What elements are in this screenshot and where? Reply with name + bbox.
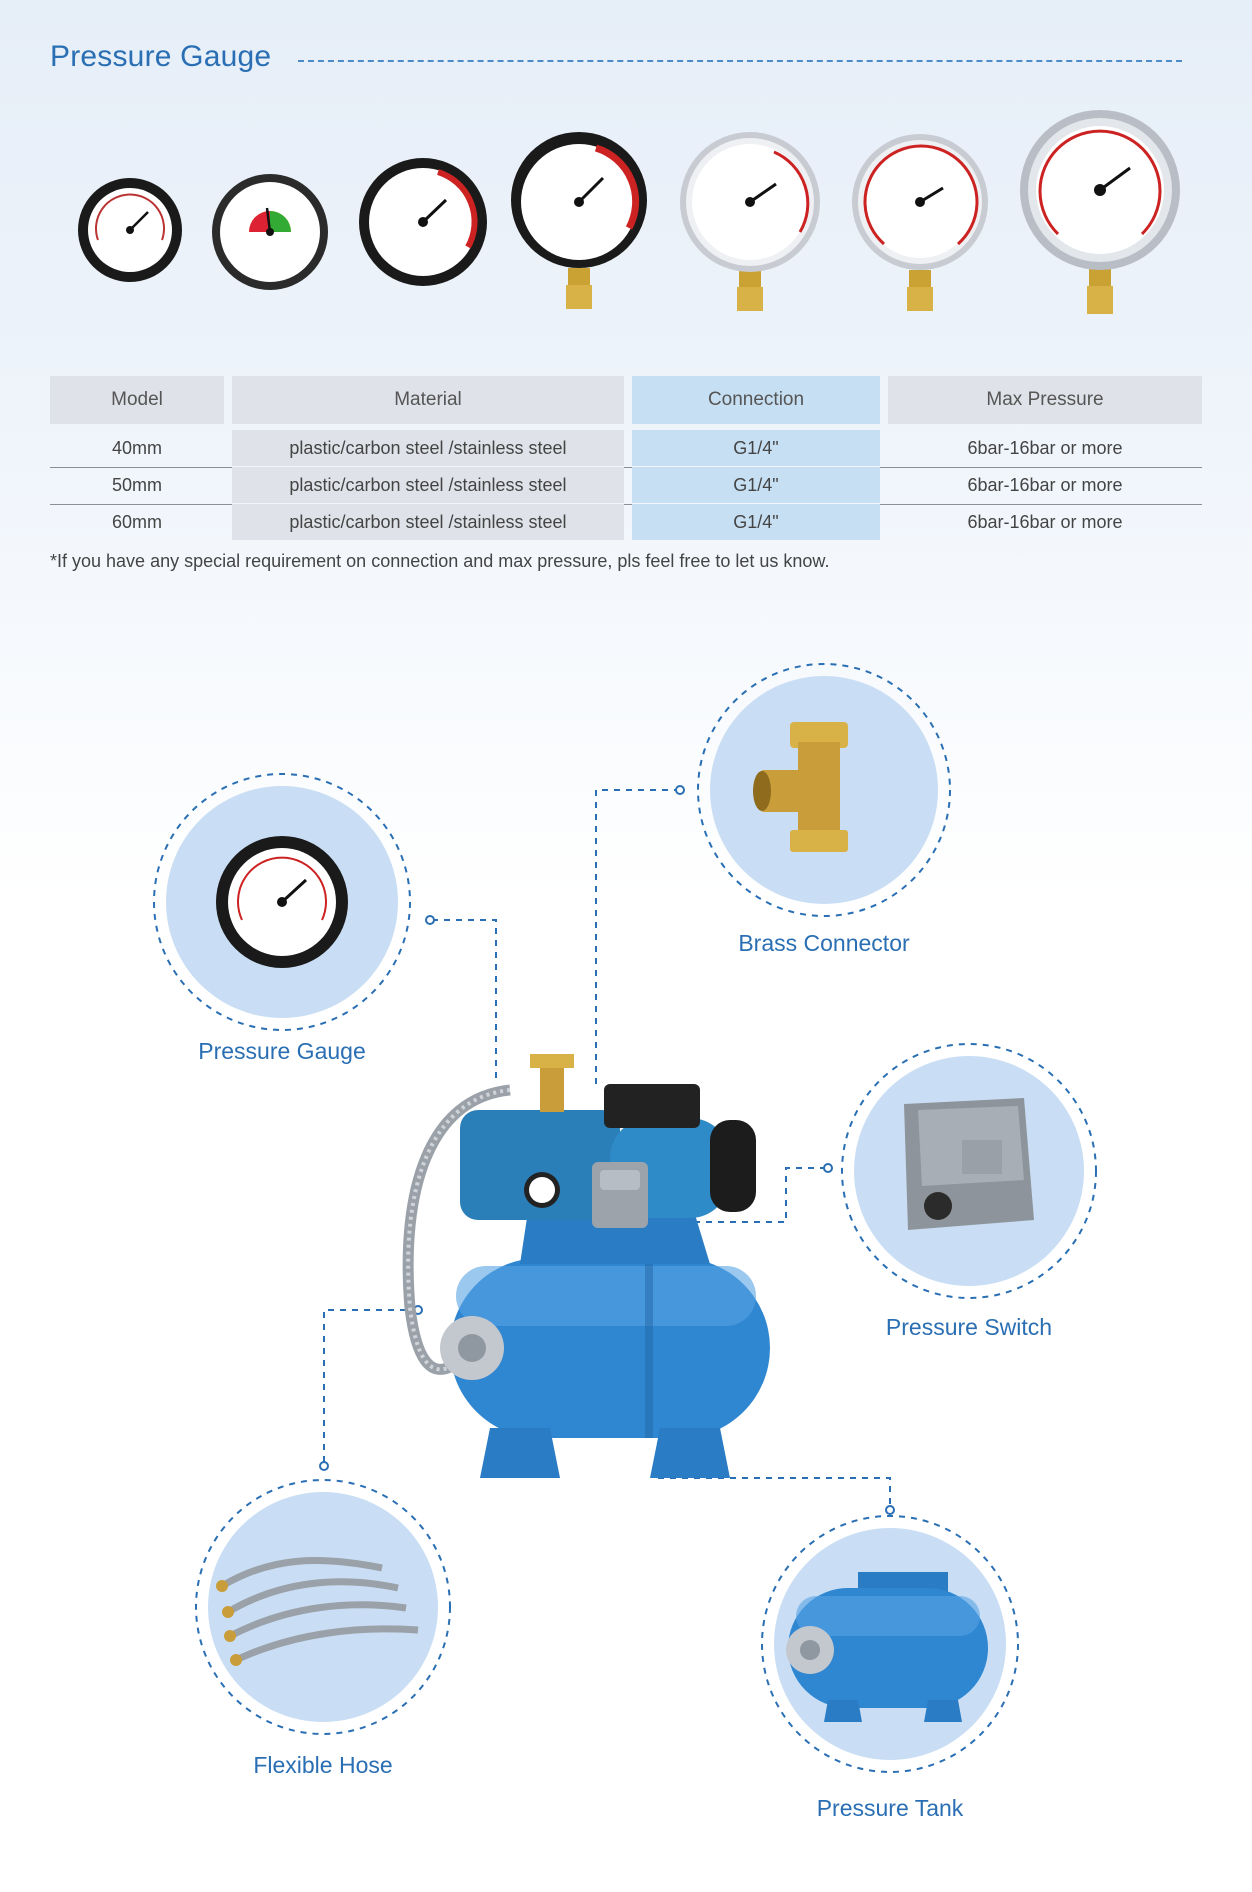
table-row: 40mm plastic/carbon steel /stainless ste… [50, 430, 1202, 466]
cell-material: plastic/carbon steel /stainless steel [232, 504, 624, 540]
water-pump-icon [390, 1048, 800, 1498]
pressure-gauge-label: Pressure Gauge [198, 1038, 366, 1064]
brass-connector-label: Brass Connector [738, 930, 910, 956]
brass-tee-icon [753, 722, 848, 852]
cell-model: 40mm [111, 437, 162, 458]
pressure-gauge-icon [216, 836, 348, 968]
header-max-pressure: Max Pressure [888, 376, 1202, 424]
gauge-product-6 [848, 132, 992, 317]
cell-connection: G1/4" [632, 467, 880, 503]
pressure-tank-circle [761, 1515, 1019, 1773]
pressure-tank-icon [786, 1572, 988, 1722]
header-connection: Connection [632, 376, 880, 424]
gauge-product-3 [356, 152, 490, 292]
cell-connection: G1/4" [632, 430, 880, 466]
cell-model: 60mm [111, 511, 162, 532]
flexible-hose-icon [220, 1557, 419, 1664]
gauge-product-5 [676, 132, 824, 317]
gauge-product-2 [209, 168, 331, 296]
pressure-tank-label: Pressure Tank [816, 1795, 964, 1821]
row-divider [50, 467, 1202, 468]
table-row: 60mm plastic/carbon steel /stainless ste… [50, 504, 1202, 540]
flexible-hose-label: Flexible Hose [253, 1752, 393, 1778]
cell-max-pressure: 6bar-16bar or more [967, 474, 1123, 495]
cell-model: 50mm [111, 474, 162, 495]
flexible-hose-circle [195, 1479, 451, 1735]
brass-connector-circle [697, 663, 951, 917]
pressure-switch-circle [841, 1043, 1097, 1299]
pressure-switch-icon [904, 1098, 1034, 1230]
title-divider [298, 60, 1182, 62]
header-model: Model [50, 376, 224, 424]
gauge-product-4 [508, 130, 650, 315]
gauge-product-1 [76, 170, 184, 290]
gauge-product-7 [1018, 108, 1182, 320]
cell-max-pressure: 6bar-16bar or more [967, 511, 1123, 532]
header-material: Material [232, 376, 624, 424]
cell-connection: G1/4" [632, 504, 880, 540]
section-title: Pressure Gauge [50, 40, 272, 73]
pressure-gauge-circle [153, 773, 411, 1031]
table-footnote: *If you have any special requirement on … [50, 551, 830, 571]
cell-material: plastic/carbon steel /stainless steel [232, 430, 624, 466]
cell-material: plastic/carbon steel /stainless steel [232, 467, 624, 503]
cell-max-pressure: 6bar-16bar or more [967, 437, 1123, 458]
pressure-switch-label: Pressure Switch [885, 1314, 1053, 1340]
row-divider [50, 504, 1202, 505]
table-row: 50mm plastic/carbon steel /stainless ste… [50, 467, 1202, 503]
